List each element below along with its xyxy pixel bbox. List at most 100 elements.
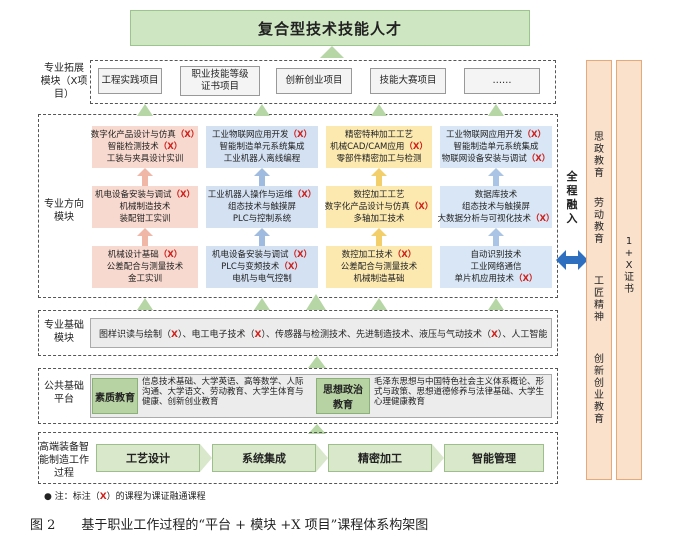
right-column-ideology xyxy=(586,60,612,480)
direction-module xyxy=(38,114,558,298)
col3-top-line2: 机械CAD/CAM应用（X） xyxy=(330,142,428,152)
col1-bot-card: 机械设计基础（X） 公差配合与测量技术 金工实训 xyxy=(92,246,198,288)
cert-label: 1+X证书 xyxy=(624,236,634,295)
arrow-up-icon xyxy=(137,228,153,246)
col3-top-line1: 精密特种加工工艺 xyxy=(344,130,413,140)
arrow-up-icon xyxy=(137,168,153,186)
row-label-base: 专业基础模块 xyxy=(44,320,84,344)
chevron-right-icon xyxy=(200,444,212,472)
arrow-up-icon xyxy=(254,168,270,186)
row-label-expand: 专业拓展模块（X项目） xyxy=(40,62,88,100)
col3-bot-line2: 公差配合与测量技术 xyxy=(340,262,418,272)
col2-mid-card: 工业机器人操作与运维（X） 组态技术与触摸屏 PLC与控制系统 xyxy=(206,186,318,228)
ideology-text: 毛泽东思想与中国特色社会主义体系概论、形式与政策、思想道德修养与法律基础、大学生… xyxy=(374,377,545,407)
arrow-up-icon xyxy=(488,104,504,116)
col2-bot-line2: PLC与变频技术（X） xyxy=(221,262,303,272)
arrow-up-icon xyxy=(371,298,387,310)
double-arrow-icon xyxy=(556,250,588,270)
arrow-up-icon xyxy=(254,298,270,310)
col2-bot-line3: 电机与电气控制 xyxy=(232,274,292,284)
row-label-direction: 专业方向模块 xyxy=(44,199,84,223)
process-step-4: 智能管理 xyxy=(444,444,544,472)
arrow-up-icon xyxy=(371,168,387,186)
process-step-3: 精密加工 xyxy=(328,444,432,472)
top-banner: 复合型技术技能人才 xyxy=(130,10,530,46)
col3-mid-card: 数控加工工艺 数字化产品设计与仿真（X） 多轴加工技术 xyxy=(324,186,434,228)
arrow-up-icon xyxy=(308,356,326,368)
process-frame xyxy=(38,432,558,484)
arrow-up-icon xyxy=(137,104,153,116)
ideology-tag: 思想政治教育 xyxy=(316,378,370,414)
col2-top-line3: 工业机器人离线编程 xyxy=(223,154,301,164)
side-label: 全程融入 xyxy=(566,170,578,225)
col4-top-card: 工业物联网应用开发（X） 智能制造单元系统集成 物联网设备安装与调试（X） xyxy=(440,126,552,168)
quality-text: 信息技术基础、大学英语、高等数学、人际沟通、大学语文、劳动教育、大学生体育与健康… xyxy=(142,377,304,407)
arrow-up-icon xyxy=(306,294,326,310)
arrow-up-icon xyxy=(254,104,270,116)
col3-bot-card: 数控加工技术（X） 公差配合与测量技术 机械制造基础 xyxy=(326,246,432,288)
col1-top-line3: 工装与夹具设计实训 xyxy=(106,154,184,164)
col1-top-line1: 数字化产品设计与仿真（X） xyxy=(90,130,200,140)
quality-tag: 素质教育 xyxy=(92,378,138,414)
col3-mid-line1: 数控加工工艺 xyxy=(353,190,405,200)
col4-top-line1: 工业物联网应用开发（X） xyxy=(445,130,547,140)
base-courses-bar: 图样识读与绘制（X）、电工电子技术（X）、传感器与检测技术、先进制造技术、液压与… xyxy=(90,318,552,348)
col1-top-line2: 智能检测技术（X） xyxy=(107,142,183,152)
row-label-public: 公共基础平台 xyxy=(44,381,84,405)
chevron-right-icon xyxy=(316,444,328,472)
right-item-2: 劳动教育 xyxy=(594,198,604,245)
col1-bot-line3: 金工实训 xyxy=(127,274,162,284)
right-column-cert xyxy=(616,60,642,480)
arrow-up-icon xyxy=(371,104,387,116)
col2-bot-line1: 机电设备安装与调试（X） xyxy=(211,250,313,260)
col1-mid-card: 机电设备安装与调试（X） 机械制造技术 装配钳工实训 xyxy=(92,186,198,228)
chevron-right-icon xyxy=(432,444,444,472)
arrow-up-icon xyxy=(254,228,270,246)
col2-top-line2: 智能制造单元系统集成 xyxy=(219,142,305,152)
col3-mid-line2: 数字化产品设计与仿真（X） xyxy=(324,202,434,212)
right-item-1: 思政教育 xyxy=(594,132,604,179)
col3-top-line3: 零部件精密加工与检测 xyxy=(336,154,422,164)
expand-module xyxy=(90,60,556,104)
col4-mid-line3: 大数据分析与可视化技术（X） xyxy=(437,214,555,224)
col2-mid-line1: 工业机器人操作与运维（X） xyxy=(207,190,317,200)
col3-bot-line1: 数控加工技术（X） xyxy=(341,250,417,260)
col3-bot-line3: 机械制造基础 xyxy=(353,274,405,284)
arrow-up-icon xyxy=(371,228,387,246)
process-step-1: 工艺设计 xyxy=(96,444,200,472)
col4-bot-line1: 自动识别技术 xyxy=(470,250,522,260)
col4-bot-line2: 工业网络通信 xyxy=(470,262,522,272)
arrow-up-icon xyxy=(488,228,504,246)
col2-top-card: 工业物联网应用开发（X） 智能制造单元系统集成 工业机器人离线编程 xyxy=(206,126,318,168)
expand-item-more: …… xyxy=(464,68,540,94)
col4-mid-card: 数据库技术 组态技术与触摸屏 大数据分析与可视化技术（X） xyxy=(437,186,555,228)
public-platform xyxy=(38,368,558,424)
col1-top-card: 数字化产品设计与仿真（X） 智能检测技术（X） 工装与夹具设计实训 xyxy=(90,126,200,168)
col4-mid-line1: 数据库技术 xyxy=(474,190,518,200)
col4-mid-line2: 组态技术与触摸屏 xyxy=(461,202,530,212)
expand-item-engineering: 工程实践项目 xyxy=(98,68,162,94)
col4-top-line3: 物联网设备安装与调试（X） xyxy=(441,154,551,164)
col1-bot-line1: 机械设计基础（X） xyxy=(107,250,183,260)
col2-mid-line3: PLC与控制系统 xyxy=(232,214,292,224)
arrow-up-icon xyxy=(488,298,504,310)
col4-top-line2: 智能制造单元系统集成 xyxy=(453,142,539,152)
col1-mid-line2: 机械制造技术 xyxy=(119,202,171,212)
right-item-4: 创新创业教育 xyxy=(594,354,604,425)
col3-mid-line3: 多轴加工技术 xyxy=(353,214,405,224)
figure-caption: 图 2 基于职业工作过程的“平台 + 模块 +X 项目”课程体系构架图 xyxy=(30,518,429,533)
col3-top-card: 精密特种加工工艺 机械CAD/CAM应用（X） 零部件精密加工与检测 xyxy=(326,126,432,168)
col1-bot-line2: 公差配合与测量技术 xyxy=(106,262,184,272)
expand-item-contest: 技能大赛项目 xyxy=(370,68,446,94)
right-item-3: 工匠精神 xyxy=(594,276,604,323)
expand-item-certificate: 职业技能等级证书项目 xyxy=(180,66,260,96)
col4-bot-card: 自动识别技术 工业网络通信 单片机应用技术（X） xyxy=(440,246,552,288)
base-module xyxy=(38,310,558,356)
arrow-up-icon xyxy=(320,46,344,58)
process-step-2: 系统集成 xyxy=(212,444,316,472)
arrow-up-icon xyxy=(137,298,153,310)
col4-bot-line3: 单片机应用技术（X） xyxy=(454,274,538,284)
col2-bot-card: 机电设备安装与调试（X） PLC与变频技术（X） 电机与电气控制 xyxy=(206,246,318,288)
base-courses-text: 图样识读与绘制（X）、电工电子技术（X）、传感器与检测技术、先进制造技术、液压与… xyxy=(99,329,548,340)
col2-mid-line2: 组态技术与触摸屏 xyxy=(227,202,296,212)
